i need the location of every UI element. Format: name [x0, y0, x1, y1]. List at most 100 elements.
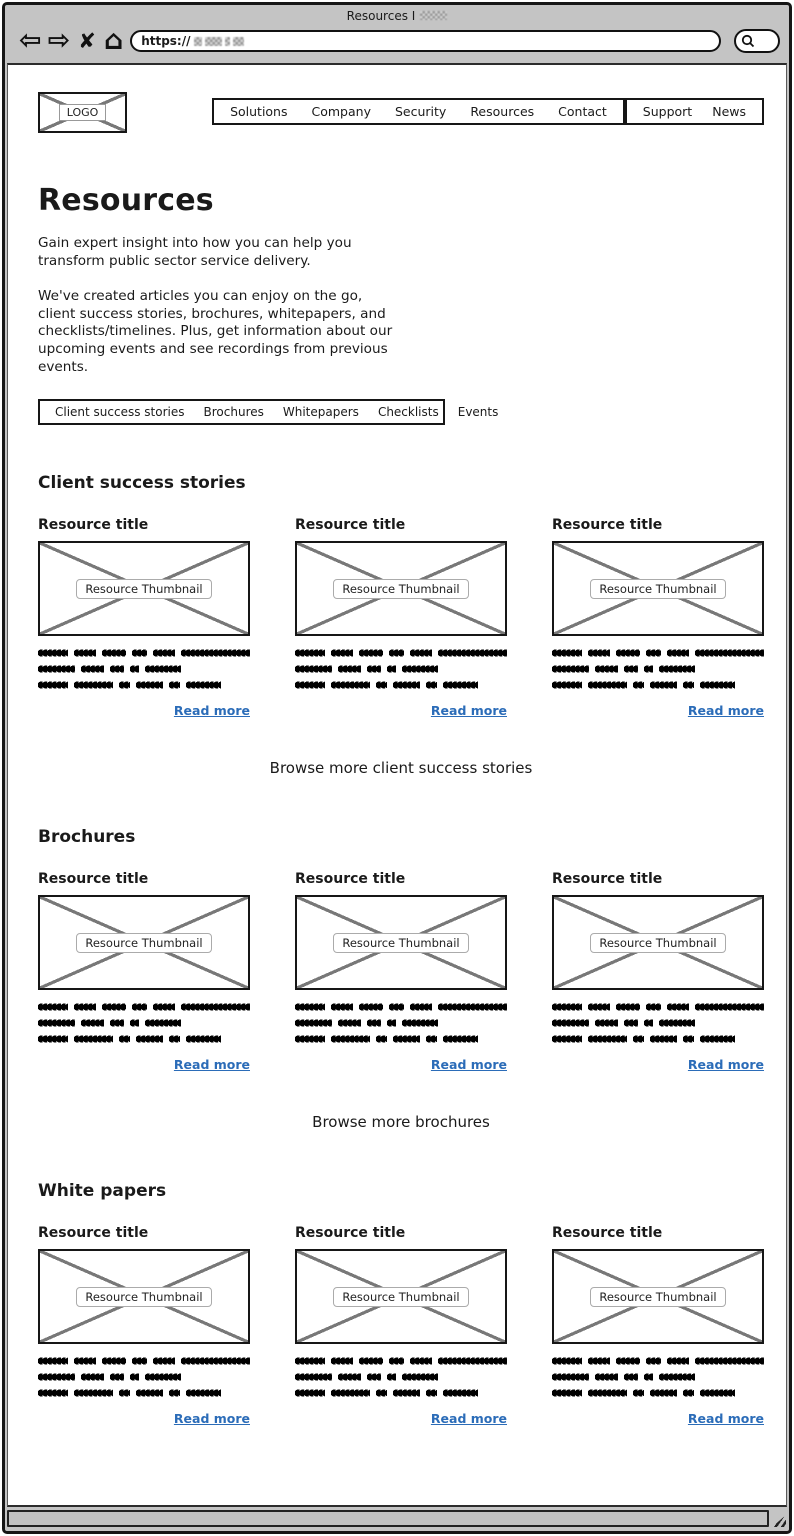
resource-card: Resource title Resource Thumbnail Read m… [552, 871, 764, 1073]
tab-whitepapers[interactable]: Whitepapers [282, 405, 359, 420]
read-more-link[interactable]: Read more [687, 703, 764, 719]
resource-excerpt-placeholder [552, 1357, 764, 1398]
intro-paragraph-1: Gain expert insight into how you can hel… [38, 235, 352, 269]
resource-excerpt-placeholder [552, 649, 764, 690]
resource-thumbnail-label: Resource Thumbnail [333, 1286, 469, 1307]
resource-card: Resource title Resource Thumbnail Read m… [38, 1225, 250, 1427]
redacted-url-4 [232, 36, 244, 46]
section-heading-white-papers: White papers [38, 1181, 167, 1202]
resource-title: Resource title [38, 871, 149, 888]
resource-thumbnail-label: Resource Thumbnail [333, 932, 469, 953]
home-icon[interactable]: ⌂ [101, 27, 126, 55]
read-more-link[interactable]: Read more [430, 1057, 507, 1073]
nav-item-security[interactable]: Security [394, 104, 447, 119]
search-icon [739, 32, 757, 50]
resource-title: Resource title [295, 871, 406, 888]
read-more-link[interactable]: Read more [173, 1411, 250, 1427]
resource-card: Resource title Resource Thumbnail Read m… [38, 517, 250, 719]
main-nav: Solutions Company Security Resources Con… [212, 98, 625, 125]
resource-title: Resource title [38, 1225, 149, 1242]
resource-excerpt-placeholder [295, 1003, 507, 1044]
resource-card: Resource title Resource Thumbnail Read m… [552, 1225, 764, 1427]
resource-title: Resource title [295, 517, 406, 534]
tab-client-success-stories[interactable]: Client success stories [55, 405, 185, 420]
resource-card: Resource title Resource Thumbnail Read m… [295, 871, 507, 1073]
resource-excerpt-placeholder [552, 1003, 764, 1044]
read-more-link[interactable]: Read more [687, 1057, 764, 1073]
tab-events[interactable]: Events [457, 405, 499, 420]
resource-thumbnail-label: Resource Thumbnail [590, 578, 726, 599]
card-row: Resource title Resource Thumbnail Read m… [38, 1225, 764, 1427]
read-more-link[interactable]: Read more [173, 703, 250, 719]
resource-card: Resource title Resource Thumbnail Read m… [552, 517, 764, 719]
resource-excerpt-placeholder [38, 649, 250, 690]
resource-card: Resource title Resource Thumbnail Read m… [38, 871, 250, 1073]
resource-title: Resource title [38, 517, 149, 534]
nav-item-company[interactable]: Company [311, 104, 371, 119]
resource-title: Resource title [552, 517, 663, 534]
nav-item-news[interactable]: News [712, 104, 746, 119]
resource-thumbnail-label: Resource Thumbnail [333, 578, 469, 599]
horizontal-scrollbar[interactable] [7, 1510, 769, 1527]
secondary-nav: Support News [624, 98, 764, 125]
resource-thumbnail-label: Resource Thumbnail [76, 578, 212, 599]
resource-thumbnail[interactable]: Resource Thumbnail [38, 1249, 250, 1345]
browse-more-brochures[interactable]: Browse more brochures [312, 1113, 490, 1132]
resource-thumbnail[interactable]: Resource Thumbnail [295, 895, 507, 991]
intro-paragraph-2: We've created articles you can enjoy on … [38, 288, 393, 375]
nav-item-contact[interactable]: Contact [558, 104, 607, 119]
read-more-link[interactable]: Read more [173, 1057, 250, 1073]
read-more-link[interactable]: Read more [430, 703, 507, 719]
resource-thumbnail-label: Resource Thumbnail [590, 932, 726, 953]
card-row: Resource title Resource Thumbnail Read m… [38, 871, 764, 1073]
back-button[interactable]: ⇦ [16, 27, 45, 55]
search-button[interactable] [734, 29, 780, 53]
resource-excerpt-placeholder [295, 1357, 507, 1398]
url-prefix: https:// [141, 34, 191, 48]
resource-thumbnail[interactable]: Resource Thumbnail [295, 1249, 507, 1345]
section-heading-client-success-stories: Client success stories [38, 473, 246, 494]
redacted-url-3 [224, 36, 230, 46]
resource-thumbnail-label: Resource Thumbnail [590, 1286, 726, 1307]
window-footer [5, 1507, 789, 1531]
url-bar[interactable]: https:// [130, 30, 721, 52]
resource-title: Resource title [552, 871, 663, 888]
forward-button[interactable]: ⇨ [45, 27, 74, 55]
resource-excerpt-placeholder [38, 1357, 250, 1398]
tab-brochures[interactable]: Brochures [203, 405, 264, 420]
stop-icon[interactable]: ✘ [73, 27, 101, 55]
read-more-link[interactable]: Read more [687, 1411, 764, 1427]
window-title: Resources I [346, 8, 416, 23]
resource-thumbnail[interactable]: Resource Thumbnail [38, 895, 250, 991]
site-header: LOGO Solutions Company Security Resource… [38, 92, 764, 133]
resource-thumbnail[interactable]: Resource Thumbnail [552, 541, 764, 637]
card-row: Resource title Resource Thumbnail Read m… [38, 517, 764, 719]
page-title: Resources [38, 183, 214, 218]
logo-label: LOGO [58, 104, 107, 121]
page-content: LOGO Solutions Company Security Resource… [7, 63, 787, 1507]
resize-grip-icon[interactable] [772, 1515, 786, 1527]
resource-card: Resource title Resource Thumbnail Read m… [295, 1225, 507, 1427]
resource-tabs: Client success stories Brochures Whitepa… [38, 399, 498, 426]
section-heading-brochures: Brochures [38, 827, 136, 848]
resource-card: Resource title Resource Thumbnail Read m… [295, 517, 507, 719]
browser-titlebar: Resources I [5, 5, 789, 26]
tab-checklists[interactable]: Checklists [377, 405, 439, 420]
resource-thumbnail[interactable]: Resource Thumbnail [38, 541, 250, 637]
resource-thumbnail[interactable]: Resource Thumbnail [295, 541, 507, 637]
resource-thumbnail[interactable]: Resource Thumbnail [552, 1249, 764, 1345]
resource-title: Resource title [295, 1225, 406, 1242]
nav-item-resources[interactable]: Resources [470, 104, 535, 119]
logo[interactable]: LOGO [38, 92, 128, 133]
browse-more-client-success-stories[interactable]: Browse more client success stories [269, 759, 533, 778]
resource-excerpt-placeholder [38, 1003, 250, 1044]
read-more-link[interactable]: Read more [430, 1411, 507, 1427]
resource-title: Resource title [552, 1225, 663, 1242]
resource-thumbnail-label: Resource Thumbnail [76, 932, 212, 953]
nav-item-solutions[interactable]: Solutions [230, 104, 288, 119]
resource-excerpt-placeholder [295, 649, 507, 690]
nav-item-support[interactable]: Support [642, 104, 693, 119]
browser-toolbar: ⇦ ⇨ ✘ ⌂ https:// [5, 26, 789, 63]
resource-thumbnail[interactable]: Resource Thumbnail [552, 895, 764, 991]
